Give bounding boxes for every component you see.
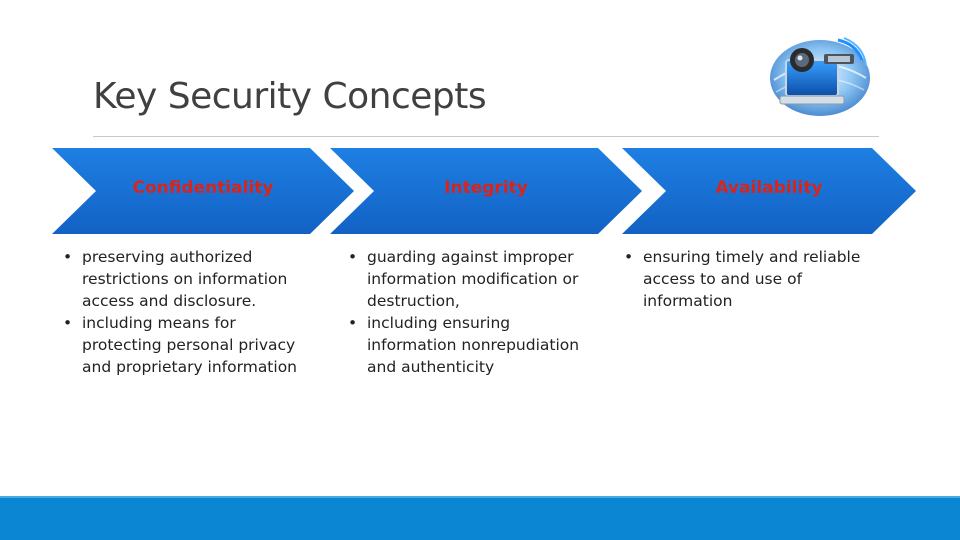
bullet-list: guarding against improper information mo… <box>341 246 603 378</box>
list-item: preserving authorized restrictions on in… <box>56 246 306 312</box>
slide-title: Key Security Concepts <box>93 76 487 117</box>
concept-label-integrity: Integrity <box>444 178 528 198</box>
list-item: including means for protecting personal … <box>56 312 306 378</box>
list-item: ensuring timely and reliable access to a… <box>617 246 865 312</box>
list-item: including ensuring information nonrepudi… <box>341 312 603 378</box>
footer-accent-line <box>0 496 960 498</box>
chevron-shape <box>330 148 642 234</box>
chevron-shape <box>622 148 916 234</box>
concept-details-availability: ensuring timely and reliable access to a… <box>617 246 865 312</box>
bullet-list: preserving authorized restrictions on in… <box>56 246 306 378</box>
concept-label-availability: Availability <box>715 178 823 198</box>
concept-details-confidentiality: preserving authorized restrictions on in… <box>56 246 306 378</box>
concept-label-confidentiality: Confidentiality <box>132 178 274 198</box>
chevron-integrity: Integrity <box>330 148 642 234</box>
security-globe-laptop-icon <box>766 30 872 118</box>
chevron-shape <box>52 148 354 234</box>
concept-details-integrity: guarding against improper information mo… <box>341 246 603 378</box>
chevron-availability: Availability <box>622 148 916 234</box>
bullet-list: ensuring timely and reliable access to a… <box>617 246 865 312</box>
footer-bar <box>0 498 960 540</box>
chevron-confidentiality: Confidentiality <box>52 148 354 234</box>
title-divider <box>93 136 879 137</box>
list-item: guarding against improper information mo… <box>341 246 603 312</box>
